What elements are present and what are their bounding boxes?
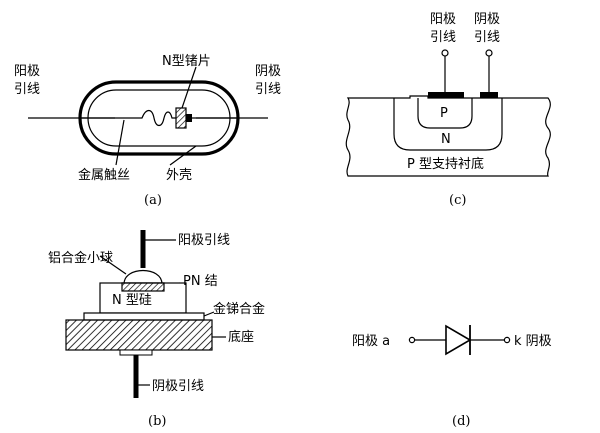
metal-whisker (118, 109, 176, 127)
d-caption: (d) (452, 414, 470, 429)
base (65, 319, 213, 351)
diode-triangle (445, 324, 472, 356)
c-anode-label-2: 引线 (430, 30, 456, 45)
c-cathode-label-2: 引线 (474, 30, 500, 45)
a-shell-label: 外壳 (166, 168, 192, 183)
n-well (393, 98, 503, 151)
aluminum-ball (123, 270, 163, 285)
b-anode-label: 阳极引线 (178, 233, 230, 248)
b-pn-label: PN 结 (183, 274, 218, 289)
c-cathode-label-1: 阴极 (474, 12, 500, 27)
cathode-contact (480, 92, 498, 98)
germanium-chip (175, 107, 187, 129)
b-base-label: 底座 (228, 329, 254, 345)
a-whisker-label: 金属触丝 (78, 167, 130, 183)
c-substrate-label: P 型支持衬底 (407, 156, 484, 172)
b-gold-antimony-label: 金锑合金 (213, 301, 265, 317)
c-caption: (c) (449, 193, 466, 208)
b-cathode-label: 阴极引线 (152, 379, 204, 394)
d-cathode-label: k 阴极 (514, 334, 552, 349)
panel-d: 阳极 a k 阴极 (d) (352, 324, 552, 429)
gold-antimony-layer (83, 312, 205, 321)
p-substrate (345, 95, 551, 177)
p-region (417, 98, 473, 129)
d-anode-label: 阳极 a (352, 334, 390, 349)
c-n-label: N (441, 132, 451, 147)
a-cathode-label-2: 引线 (255, 82, 281, 97)
a-cathode-label-1: 阴极 (255, 64, 281, 79)
a-anode-label-1: 阳极 (14, 64, 40, 79)
panel-a: 阳极 引线 阴极 引线 N型锗片 金属触丝 外壳 (a) (14, 54, 281, 208)
b-n-silicon-label: N 型硅 (112, 293, 152, 308)
a-anode-label-2: 引线 (14, 82, 40, 97)
a-caption: (a) (144, 193, 162, 208)
c-anode-label-1: 阳极 (430, 12, 456, 27)
panel-c: 阳极 引线 阴极 引线 P N P 型支持衬底 (c) (345, 12, 551, 208)
anode-contact (428, 92, 464, 98)
a-n-germanium-label: N型锗片 (162, 54, 211, 69)
b-caption: (b) (148, 414, 166, 429)
panel-b: 阳极引线 铝合金小球 PN 结 N 型硅 金锑合金 底座 阴极引线 (b) (48, 230, 265, 429)
b-ball-label: 铝合金小球 (48, 250, 113, 266)
c-p-label: P (440, 106, 448, 121)
